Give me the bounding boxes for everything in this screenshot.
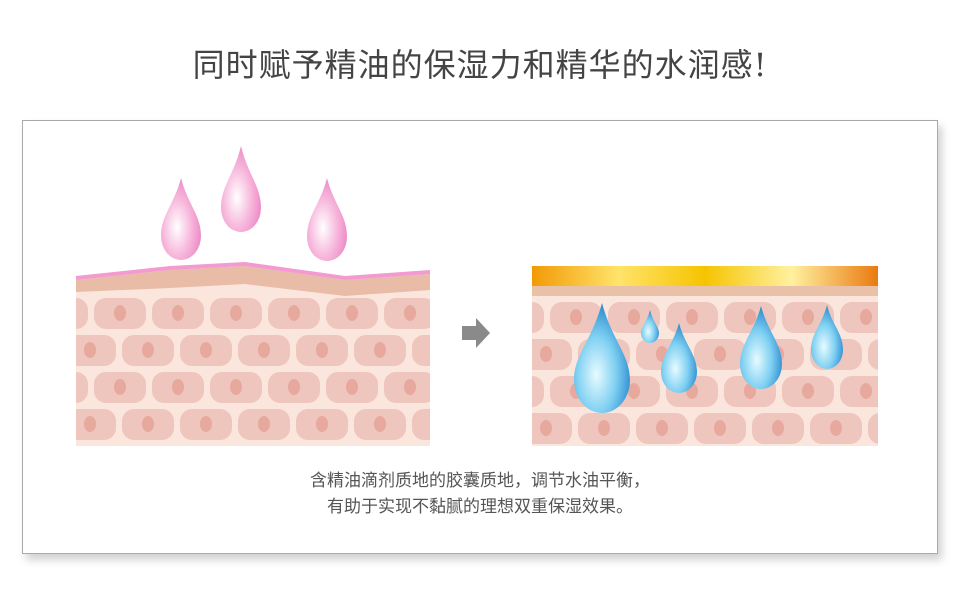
cell-nucleus [404, 305, 416, 321]
cell-nucleus [598, 420, 610, 436]
cell-nucleus [404, 379, 416, 395]
cell-nucleus [200, 416, 212, 432]
skin-cell [76, 298, 88, 329]
blue-water-drops [574, 303, 843, 413]
cell-nucleus [888, 420, 900, 436]
cell-nucleus [258, 342, 270, 358]
headline: 同时赋予精油的保湿力和精华的水润感! [192, 46, 768, 84]
blue-drop [661, 323, 697, 393]
caption-line-2: 有助于实现不黏腻的理想双重保湿效果。 [327, 497, 633, 517]
caption: 含精油滴剂质地的胶囊质地，调节水油平衡， 有助于实现不黏腻的理想双重保湿效果。 [0, 468, 960, 520]
skin-cell [76, 372, 88, 403]
pink-drop [307, 178, 347, 261]
cell-nucleus [346, 453, 358, 469]
cell-nucleus [772, 420, 784, 436]
skin-cell [868, 339, 878, 370]
cell-nucleus [56, 453, 68, 469]
cell-nucleus [84, 416, 96, 432]
pink-oil-drops [161, 146, 347, 261]
cell-nucleus [56, 305, 68, 321]
cell-nucleus [714, 420, 726, 436]
cell-nucleus [172, 453, 184, 469]
cell-nucleus [114, 305, 126, 321]
skin-cell [412, 409, 430, 440]
cell-nucleus [860, 383, 872, 399]
cell-nucleus [84, 342, 96, 358]
skin-surface-layer [76, 266, 430, 296]
cell-nucleus [540, 346, 552, 362]
cell-nucleus [288, 453, 300, 469]
cell-nucleus [432, 342, 444, 358]
cell-nucleus [802, 383, 814, 399]
skin-surface-layer [532, 286, 878, 296]
blue-drop [740, 306, 782, 389]
skin-cell [532, 376, 544, 407]
pink-drop [221, 146, 261, 232]
blue-drop [811, 305, 843, 369]
cell-nucleus [114, 379, 126, 395]
blue-drop [574, 303, 630, 413]
skin-cell [868, 413, 878, 444]
pink-drop [161, 178, 201, 260]
cell-nucleus [404, 453, 416, 469]
cell-nucleus [512, 383, 524, 399]
cell-nucleus [628, 309, 640, 325]
arrow-right-icon [462, 318, 490, 348]
cell-nucleus [288, 379, 300, 395]
skin-oil-line [75, 261, 431, 281]
cell-nucleus [888, 346, 900, 362]
cell-nucleus [172, 379, 184, 395]
cell-nucleus [432, 416, 444, 432]
blue-drop [641, 310, 659, 343]
cell-nucleus [230, 379, 242, 395]
cell-nucleus [316, 416, 328, 432]
cell-nucleus [570, 309, 582, 325]
skin-cell [532, 302, 544, 333]
cell-nucleus [686, 309, 698, 325]
cell-nucleus [540, 420, 552, 436]
cell-nucleus [200, 342, 212, 358]
cell-nucleus [346, 305, 358, 321]
caption-line-1: 含精油滴剂质地的胶囊质地，调节水油平衡， [310, 471, 650, 491]
cell-nucleus [230, 305, 242, 321]
skin-cell [412, 335, 430, 366]
cell-nucleus [142, 416, 154, 432]
skin-cell [532, 413, 572, 444]
cell-nucleus [830, 420, 842, 436]
cell-nucleus [860, 309, 872, 325]
cell-nucleus [142, 342, 154, 358]
cell-nucleus [374, 342, 386, 358]
cell-nucleus [288, 305, 300, 321]
cell-nucleus [744, 309, 756, 325]
cell-nucleus [512, 309, 524, 325]
cell-nucleus [346, 379, 358, 395]
cell-nucleus [172, 305, 184, 321]
cell-nucleus [714, 346, 726, 362]
cell-nucleus [56, 379, 68, 395]
cell-nucleus [628, 383, 640, 399]
skin-cell [532, 339, 572, 370]
cell-nucleus [656, 420, 668, 436]
cell-nucleus [258, 416, 270, 432]
oil-film-layer [532, 266, 878, 286]
cell-nucleus [114, 453, 126, 469]
cell-nucleus [802, 309, 814, 325]
cell-nucleus [316, 342, 328, 358]
cell-nucleus [374, 416, 386, 432]
cell-nucleus [230, 453, 242, 469]
